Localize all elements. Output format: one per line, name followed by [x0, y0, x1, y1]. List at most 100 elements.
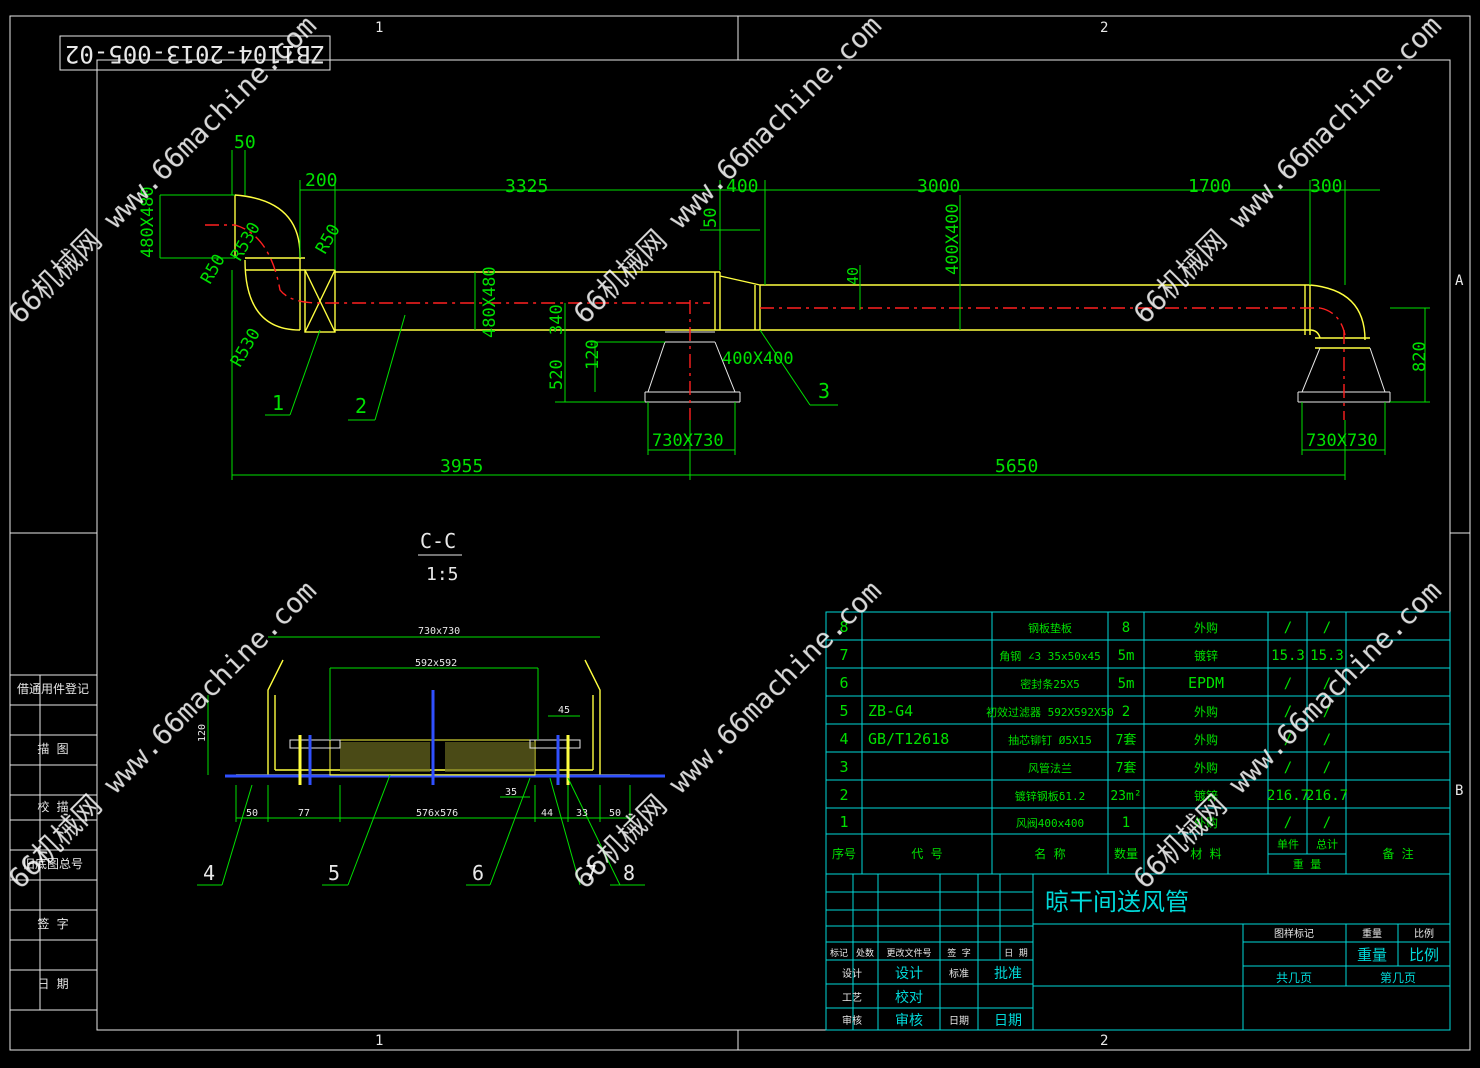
bom-header-qty: 数量	[1114, 846, 1138, 861]
zone-side-b: B	[1455, 783, 1463, 799]
section-title: C-C	[420, 529, 456, 553]
dim-1700: 1700	[1188, 176, 1231, 197]
bom-row-6-qty: 7套	[1116, 760, 1137, 776]
bom-row-1-total: /	[1323, 620, 1331, 636]
zone-bottom-1: 1	[375, 1033, 383, 1049]
watermarks: 66机械网 www.66machine.com 66机械网 www.66mach…	[2, 9, 1448, 895]
bom-header-code: 代 号	[911, 847, 942, 861]
bom-row-4-no: 5	[839, 702, 848, 720]
bom-row-2-qty: 5m	[1118, 648, 1135, 664]
bom-row-8-unit: /	[1284, 815, 1292, 831]
rev-header-date: 日 期	[1004, 948, 1027, 959]
side-label-1: 借通用件登记	[17, 681, 89, 696]
approve-label: 批准	[994, 966, 1022, 982]
rev-header-sign: 签 字	[947, 947, 970, 959]
bom-header-remark: 备 注	[1382, 846, 1413, 861]
bom-row-5-total: /	[1323, 732, 1331, 748]
bom-row-5-name: 抽芯铆钉 Ø5X15	[1008, 733, 1092, 747]
bom-row-5-qty: 7套	[1116, 732, 1137, 748]
balloon-2: 2	[355, 394, 367, 418]
design-label: 设计	[842, 967, 862, 980]
scale-label: 比例	[1414, 927, 1434, 940]
dim-3955: 3955	[440, 456, 483, 477]
bom-row-3-qty: 5m	[1118, 676, 1135, 692]
bom-row-3-mat: EPDM	[1188, 674, 1224, 692]
design-value: 设计	[895, 966, 923, 982]
dim-r50-right: R50	[312, 221, 345, 258]
sec-dim-77: 77	[298, 808, 310, 819]
bom-row-5-no: 4	[839, 730, 848, 748]
bom-header-material: 材 料	[1190, 847, 1221, 861]
bom-row-8-qty: 1	[1122, 815, 1130, 831]
bom-row-3-name: 密封条25X5	[1020, 677, 1080, 691]
bom-row-4-name: 初效过滤器 592X592X50	[986, 705, 1114, 719]
drawing-title: 晾干间送风管	[1045, 888, 1189, 916]
bom-row-4-total: /	[1323, 704, 1331, 720]
side-label-6: 日 期	[37, 977, 68, 991]
dim-3325: 3325	[505, 176, 548, 197]
dim-50-reducer: 50	[701, 208, 721, 228]
side-label-2: 描 图	[37, 742, 68, 756]
drawing-number: ZB1104-2013-005-02	[65, 40, 325, 68]
sec-dim-33: 33	[576, 808, 588, 819]
bom-row-8-total: /	[1323, 815, 1331, 831]
bom-row-5-mat: 外购	[1194, 732, 1218, 747]
balloon-8: 8	[623, 861, 635, 885]
weight-value: 重量	[1357, 946, 1387, 964]
zone-bottom-2: 2	[1100, 1033, 1108, 1049]
watermark-3: 66机械网 www.66machine.com	[1127, 9, 1448, 330]
dim-300: 300	[1310, 176, 1343, 197]
balloon-6: 6	[472, 861, 484, 885]
scale-value: 比例	[1409, 946, 1439, 964]
bom-row-6-total: /	[1323, 760, 1331, 776]
bom-row-7-unit: 216.7	[1267, 788, 1309, 804]
dim-520: 520	[547, 359, 567, 390]
bom-header-unit: 单件	[1277, 838, 1299, 851]
dim-730x730-right: 730X730	[1306, 431, 1378, 451]
sec-dim-730: 730x730	[418, 626, 460, 637]
side-label-5: 签 字	[37, 916, 68, 931]
filter-section-view	[197, 636, 665, 886]
bom-header-name: 名 称	[1034, 846, 1065, 861]
dim-5650: 5650	[995, 456, 1038, 477]
bom-row-6-mat: 外购	[1194, 760, 1218, 775]
dim-50: 50	[234, 132, 256, 153]
bom-row-8-no: 1	[839, 813, 848, 831]
zone-top-1: 1	[375, 20, 383, 36]
balloon-1: 1	[272, 391, 284, 415]
sec-dim-50-right: 50	[609, 808, 621, 819]
bom-row-4-unit: /	[1284, 704, 1292, 720]
bom-row-1-no: 8	[839, 618, 848, 636]
bom-header-weight: 重 量	[1293, 857, 1322, 871]
bom-row-6-name: 风管法兰	[1028, 761, 1072, 775]
sec-dim-45: 45	[558, 705, 570, 716]
rev-header-mark: 标记	[830, 947, 848, 959]
review-value: 审核	[895, 1013, 923, 1029]
bom-row-1-unit: /	[1284, 620, 1292, 636]
dim-340: 340	[547, 304, 567, 335]
dim-40: 40	[844, 267, 862, 285]
bom-row-4-code: ZB-G4	[868, 702, 913, 720]
bom-header-no: 序号	[832, 846, 856, 861]
bom-row-2-no: 7	[839, 646, 848, 664]
standard-label: 标准	[949, 968, 969, 980]
bom-row-1-qty: 8	[1122, 620, 1130, 636]
duct-plan-view	[159, 150, 1430, 480]
dim-730x730-left: 730X730	[652, 431, 724, 451]
bom-row-1-mat: 外购	[1194, 620, 1218, 635]
bom-row-2-unit: 15.3	[1271, 648, 1305, 664]
balloon-5: 5	[328, 861, 340, 885]
sec-dim-120: 120	[197, 724, 208, 742]
date-label: 日期	[949, 1015, 969, 1027]
dim-400x400: 400X400	[722, 349, 794, 369]
bom-row-7-mat: 镀锌	[1194, 789, 1218, 803]
section-scale: 1:5	[426, 564, 459, 585]
dim-r50-left: R50	[197, 251, 230, 288]
balloon-7: 7	[585, 861, 597, 885]
side-label-3: 校 描	[37, 799, 68, 814]
process-label: 工艺	[842, 992, 862, 1004]
sec-dim-576: 576x576	[416, 808, 458, 819]
bom-row-8-mat: 外购	[1194, 815, 1218, 830]
dim-480x480: 480X480	[480, 266, 500, 338]
bom-row-8-name: 风阀400x400	[1016, 816, 1084, 830]
